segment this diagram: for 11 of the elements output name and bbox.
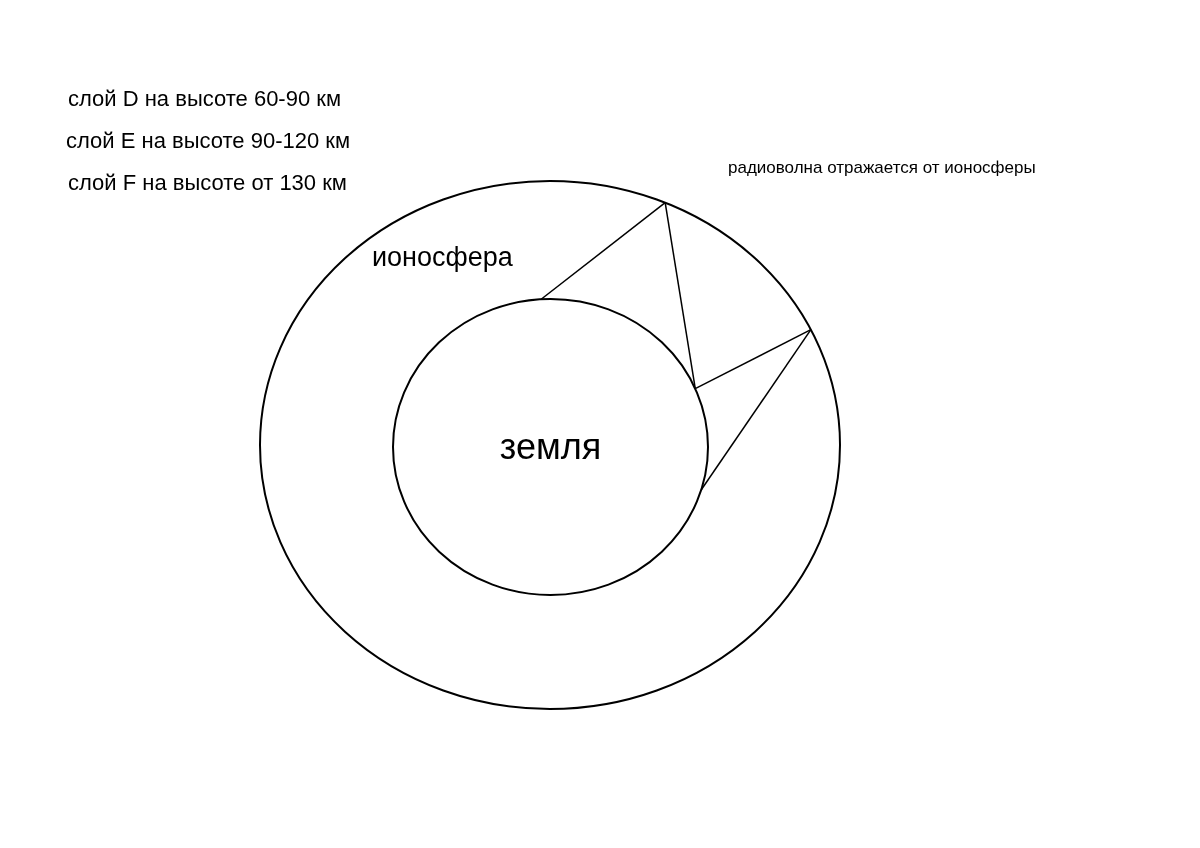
radio-wave-line: [700, 328, 812, 491]
earth-ellipse: [392, 298, 709, 596]
radio-wave-line: [664, 201, 696, 390]
note-text: радиоволна отражается от ионосферы: [728, 158, 1036, 178]
radio-wave-line: [694, 328, 812, 390]
region-label: земля: [499, 426, 602, 468]
layer-note: слой D на высоте 60-90 км: [68, 86, 342, 112]
radio-wave-line: [540, 201, 666, 300]
layer-note: слой E на высоте 90-120 км: [66, 128, 351, 154]
region-label: ионосфера: [372, 242, 513, 273]
layer-note: слой F на высоте от 130 км: [68, 170, 347, 196]
